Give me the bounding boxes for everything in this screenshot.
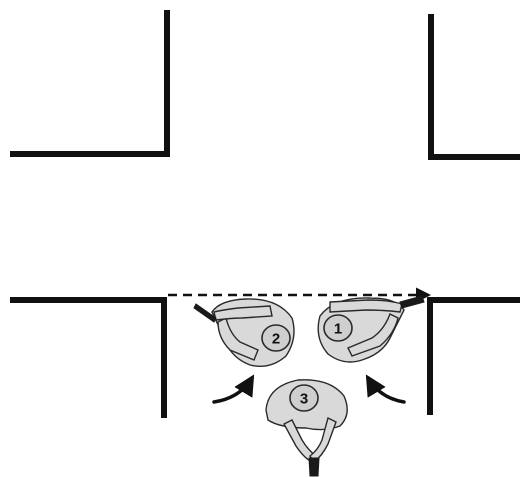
- wall-top-left-corner: [10, 10, 167, 154]
- wall-top-right-corner: [431, 14, 520, 157]
- wall-bottom-right-doorframe: [430, 300, 520, 415]
- member-1-weapon: [400, 296, 424, 308]
- member-figure-3: 3: [266, 380, 347, 476]
- member-2-number: 2: [272, 331, 280, 348]
- wall-bottom-left-doorframe: [10, 300, 164, 418]
- move-arrow-right: [368, 378, 404, 402]
- member-1-number: 1: [334, 321, 342, 338]
- member-3-number: 3: [300, 391, 308, 408]
- member-figure-1: 1: [318, 296, 424, 362]
- member-1-left-arm: [330, 300, 402, 312]
- member-3-weapon: [309, 458, 319, 476]
- member-figure-2: 2: [194, 299, 294, 366]
- move-arrow-left: [214, 378, 252, 402]
